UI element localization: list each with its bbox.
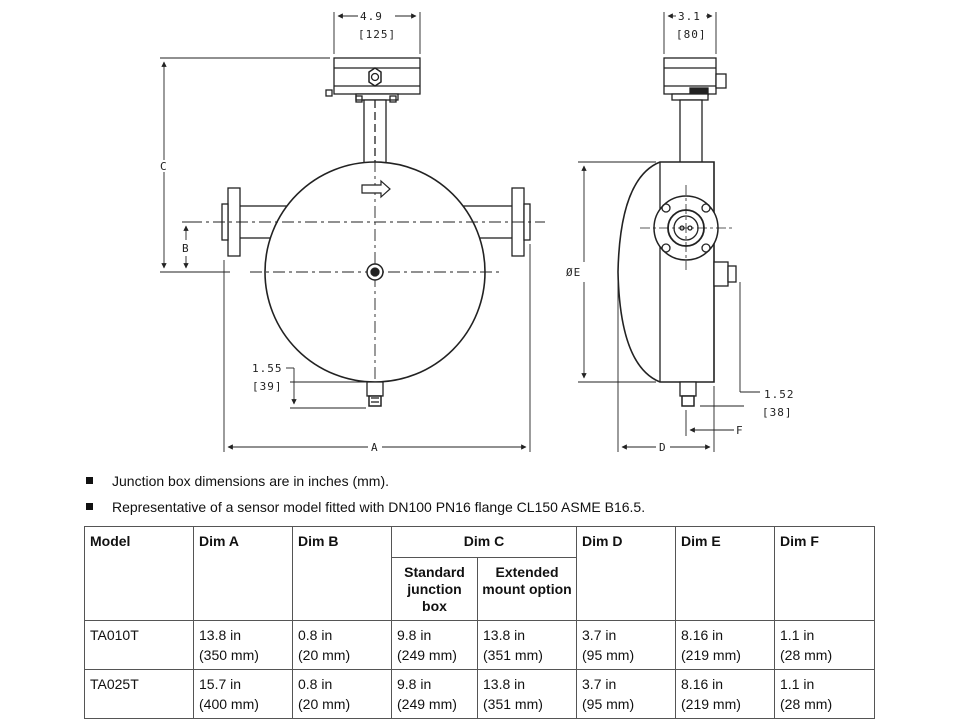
cell-model: TA025T	[84, 669, 194, 719]
cell-dim-b: 0.8 in(20 mm)	[292, 669, 392, 719]
dim-a-label: A	[371, 441, 379, 454]
front-top-dim-inch: 4.9	[360, 10, 383, 23]
header-dim-f: Dim F	[774, 526, 876, 621]
bullet-icon	[86, 503, 93, 510]
cell-dim-c-standard: 9.8 in(249 mm)	[391, 620, 478, 670]
cell-dim-c-extended: 13.8 in(351 mm)	[476, 620, 578, 670]
cell-dim-f: 1.1 in(28 mm)	[774, 669, 876, 719]
header-dim-c-extended: Extended mount option	[476, 557, 578, 621]
side-dimensions	[578, 12, 760, 452]
note-item: Junction box dimensions are in inches (m…	[86, 472, 912, 498]
cell-model: TA010T	[84, 620, 194, 670]
dimension-drawing: 4.9 [125] C B A 1.55 [39]	[160, 10, 795, 454]
dim-b-label: B	[182, 242, 190, 255]
cell-dim-a: 13.8 in(350 mm)	[193, 620, 293, 670]
table-subheader-row: Standard junction box Extended mount opt…	[85, 557, 875, 621]
header-model: Model	[84, 526, 194, 621]
cell-dim-c-extended: 13.8 in(351 mm)	[476, 669, 578, 719]
cell-dim-d: 3.7 in(95 mm)	[576, 669, 677, 719]
cell-dim-a: 15.7 in(400 mm)	[193, 669, 293, 719]
flow-direction-arrow	[361, 179, 391, 199]
side-top-dim-inch: 3.1	[678, 10, 701, 23]
table-row: TA025T 15.7 in(400 mm) 0.8 in(20 mm) 9.8…	[84, 669, 876, 719]
cell-dim-e: 8.16 in(219 mm)	[675, 620, 776, 670]
note-text: Junction box dimensions are in inches (m…	[112, 473, 390, 489]
side-bottom-dim-mm: [38]	[762, 406, 793, 419]
front-dimensions	[160, 12, 531, 452]
front-bottom-dim-inch: 1.55	[252, 362, 283, 375]
note-item: Representative of a sensor model fitted …	[86, 498, 912, 524]
cell-dim-f: 1.1 in(28 mm)	[774, 620, 876, 670]
cell-dim-b: 0.8 in(20 mm)	[292, 620, 392, 670]
header-dim-a: Dim A	[193, 526, 293, 621]
note-text: Representative of a sensor model fitted …	[112, 499, 646, 515]
cell-dim-c-standard: 9.8 in(249 mm)	[391, 669, 478, 719]
side-bottom-dim-inch: 1.52	[764, 388, 795, 401]
front-top-dim-mm: [125]	[358, 28, 396, 41]
header-dim-b: Dim B	[292, 526, 392, 621]
cell-dim-e: 8.16 in(219 mm)	[675, 669, 776, 719]
side-junction-box	[663, 57, 727, 101]
front-bottom-dim-mm: [39]	[252, 380, 283, 393]
table-row: TA010T 13.8 in(350 mm) 0.8 in(20 mm) 9.8…	[84, 620, 876, 670]
dim-c-label: C	[160, 160, 168, 173]
header-dim-d: Dim D	[576, 526, 677, 621]
dim-f-label: F	[736, 424, 744, 437]
side-view	[617, 57, 737, 407]
dim-e-label: ØE	[566, 266, 581, 279]
header-dim-c-standard: Standard junction box	[391, 557, 478, 621]
front-neck	[363, 99, 387, 169]
side-top-dim-mm: [80]	[676, 28, 707, 41]
bullet-icon	[86, 477, 93, 484]
notes-list: Junction box dimensions are in inches (m…	[86, 472, 912, 524]
front-junction-box	[325, 57, 421, 103]
table-header-row: Model Dim A Dim B Dim C Dim D Dim E Dim …	[84, 526, 876, 621]
front-view	[190, 57, 545, 407]
dim-d-label: D	[659, 441, 667, 454]
side-neck	[679, 99, 703, 169]
front-dimension-labels: 4.9 [125] C B A 1.55 [39]	[160, 10, 396, 454]
side-body	[617, 161, 715, 383]
side-dimension-labels: 3.1 [80] ØE D F 1.52 [38]	[566, 10, 795, 454]
dimensions-table: Model Dim A Dim B Dim C Dim D Dim E Dim …	[84, 526, 876, 719]
header-dim-c: Dim C	[390, 526, 578, 558]
header-dim-e: Dim E	[675, 526, 776, 621]
cell-dim-d: 3.7 in(95 mm)	[576, 620, 677, 670]
